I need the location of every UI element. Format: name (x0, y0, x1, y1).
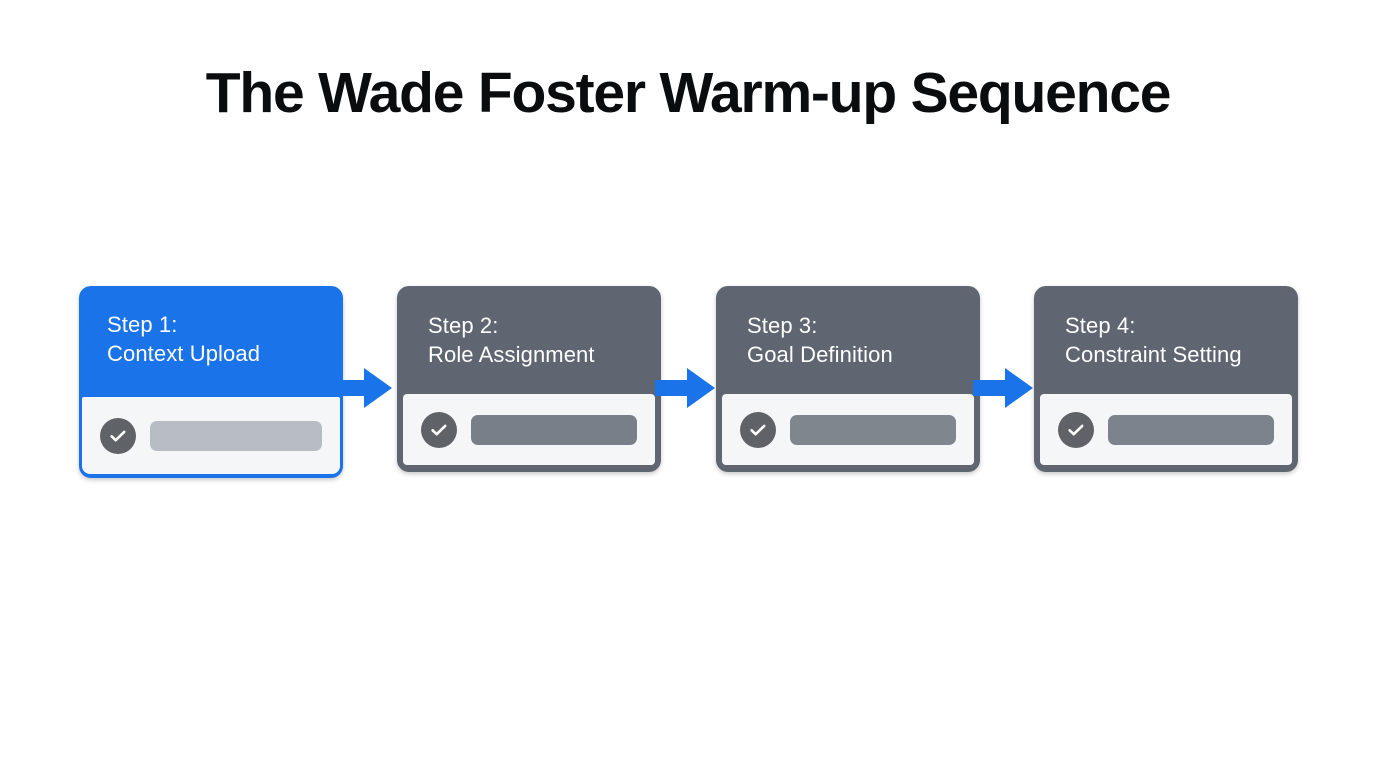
step-card-4-placeholder-bar (1108, 414, 1274, 445)
step-flow-diagram: Step 1: Context Upload Step 2: Role Assi… (79, 286, 1301, 486)
step-card-1[interactable]: Step 1: Context Upload (79, 286, 343, 478)
step-card-4-body (1040, 394, 1292, 465)
step-card-3-step-label: Step 3: (747, 313, 818, 338)
arrow-right-icon (655, 368, 715, 408)
step-card-2-placeholder-bar (471, 414, 637, 445)
check-circle-icon (100, 417, 136, 454)
step-card-4-step-label: Step 4: (1065, 313, 1136, 338)
step-card-3-placeholder-bar (790, 414, 956, 445)
step-card-4-header: Step 4: Constraint Setting (1040, 286, 1292, 394)
step-card-1-step-name: Context Upload (107, 341, 261, 366)
step-card-3-body (722, 394, 974, 465)
step-card-3-header: Step 3: Goal Definition (722, 286, 974, 394)
step-card-3[interactable]: Step 3: Goal Definition (716, 286, 980, 472)
check-circle-icon (421, 411, 457, 448)
step-card-4-step-name: Constraint Setting (1065, 342, 1242, 367)
step-card-2-step-label: Step 2: (428, 313, 499, 338)
step-card-2-step-name: Role Assignment (428, 342, 595, 367)
arrow-right-icon (973, 368, 1033, 408)
arrow-right-icon (332, 368, 392, 408)
step-card-1-step-label: Step 1: (107, 312, 178, 337)
step-card-2-header: Step 2: Role Assignment (403, 286, 655, 394)
check-circle-icon (740, 411, 776, 448)
step-card-4[interactable]: Step 4: Constraint Setting (1034, 286, 1298, 472)
check-circle-icon (1058, 411, 1094, 448)
step-card-2[interactable]: Step 2: Role Assignment (397, 286, 661, 472)
step-card-1-header: Step 1: Context Upload (82, 286, 340, 397)
step-card-3-step-name: Goal Definition (747, 342, 893, 367)
step-card-2-body (403, 394, 655, 465)
step-card-1-body (82, 397, 340, 474)
page-title: The Wade Foster Warm-up Sequence (205, 61, 1172, 125)
step-card-1-placeholder-bar (150, 420, 322, 451)
